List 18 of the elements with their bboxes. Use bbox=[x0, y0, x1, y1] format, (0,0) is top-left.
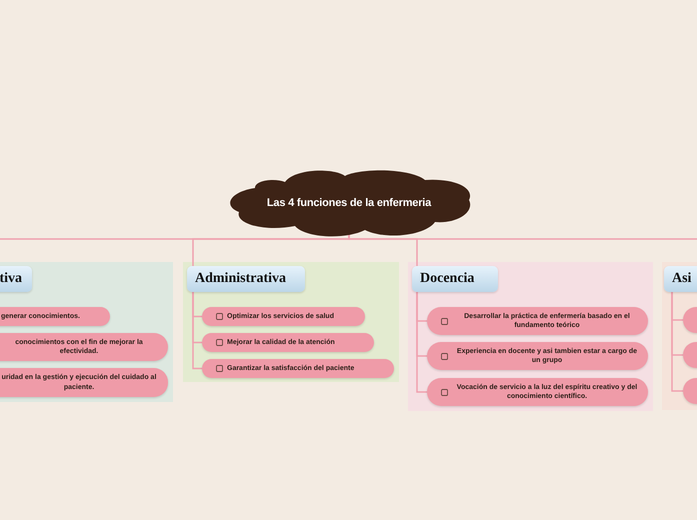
connector-line bbox=[416, 292, 427, 393]
connector-line bbox=[192, 292, 202, 370]
topic-pill bbox=[202, 307, 365, 326]
heading-tab bbox=[412, 266, 498, 292]
connector-line bbox=[671, 292, 683, 392]
panel-background bbox=[183, 262, 399, 382]
panel-background bbox=[408, 262, 653, 411]
heading-text: Asi bbox=[671, 271, 692, 287]
topic-pill bbox=[427, 307, 648, 335]
heading-text: Administrativa bbox=[194, 271, 286, 287]
topic-pill bbox=[202, 359, 394, 378]
topic-pill bbox=[427, 378, 648, 406]
topic-pill bbox=[427, 342, 648, 370]
topic-pill bbox=[202, 333, 374, 352]
heading-text: Docencia bbox=[419, 271, 474, 287]
heading-tab bbox=[187, 266, 305, 292]
heading-text: tiva bbox=[0, 271, 23, 287]
title-text: Las 4 funciones de la enfermeria bbox=[266, 197, 432, 209]
